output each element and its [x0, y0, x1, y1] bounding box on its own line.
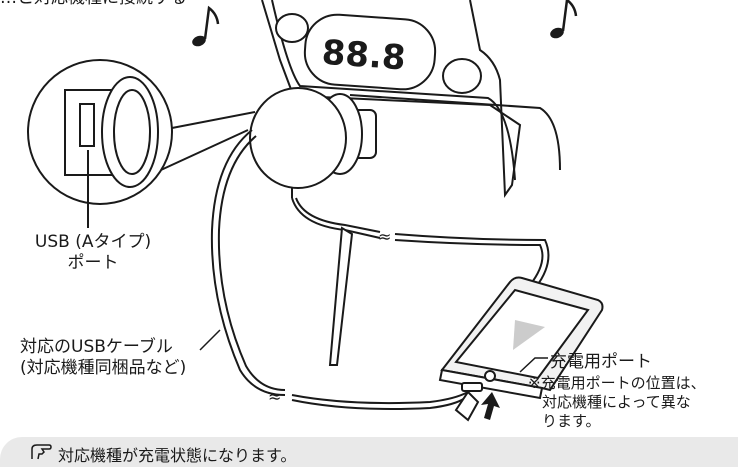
usb-cable	[210, 129, 550, 410]
pointing-hand-icon	[31, 444, 52, 460]
usb-port-label-line1: USB (Aタイプ)	[34, 232, 152, 252]
cable-label-line1: 対応のUSBケーブル	[20, 337, 173, 357]
note-line2: 対応機種によって異な	[542, 393, 691, 411]
note-line1: ※充電用ポートの位置は、	[528, 374, 706, 392]
svg-text:≈: ≈	[268, 387, 281, 406]
charge-port-note: ※充電用ポートの位置は、 対応機種によって異な ります。	[528, 374, 706, 431]
cable-label-line2: (対応機種同梱品など)	[20, 358, 187, 378]
page-heading-partial: …と対応機種に接続する	[0, 0, 187, 9]
display-frequency: 88.8	[320, 33, 406, 79]
usb-port-label-line2: ポート	[67, 253, 119, 273]
usb-port-zoom	[27, 59, 256, 228]
smartphone	[438, 276, 604, 400]
svg-text:≈: ≈	[378, 227, 391, 246]
cable-label: 対応のUSBケーブル (対応機種同梱品など)	[20, 337, 186, 379]
dashboard-panel	[261, 0, 561, 198]
insert-arrow-icon	[481, 392, 500, 420]
charge-port-label: 充電用ポート	[550, 352, 652, 372]
leader-lines	[199, 329, 548, 373]
usb-port-label: USB (Aタイプ) ポート	[18, 232, 168, 274]
music-note-icon	[192, 0, 578, 47]
usb-car-charger	[249, 87, 377, 198]
result-footer: 対応機種が充電状態になります。	[0, 437, 738, 467]
footer-text: 対応機種が充電状態になります。	[58, 446, 297, 465]
usb-plug	[454, 390, 480, 422]
note-line3: ります。	[542, 412, 601, 430]
